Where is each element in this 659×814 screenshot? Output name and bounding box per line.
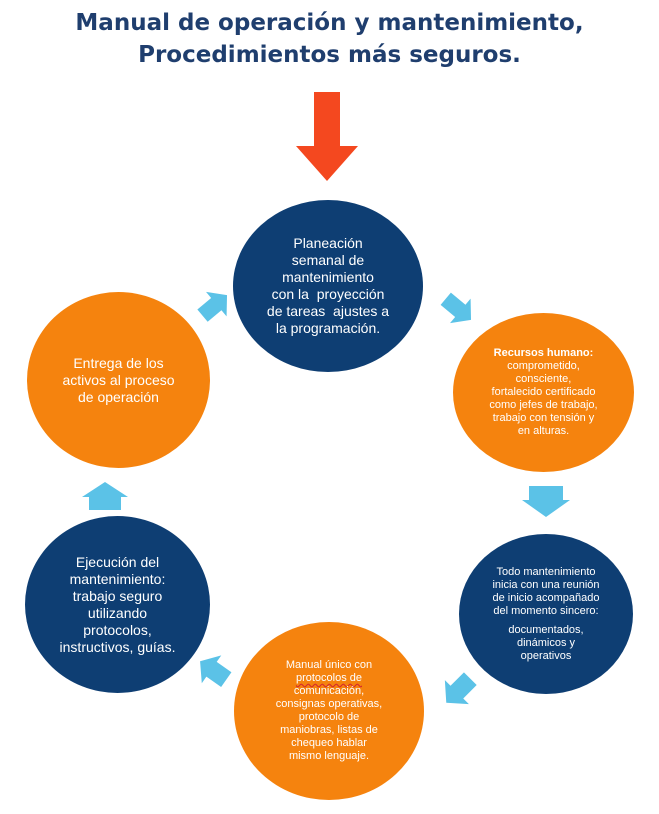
entrega-line-2: activos al proceso [62,371,175,388]
main-down-arrow [296,92,358,181]
planeacion-line-5: de tareas ajustes a [266,303,390,319]
step-todo-mantenimiento: Todo mantenimiento inicia con una reunió… [459,534,633,694]
arrow-plan-to-recursos [440,292,472,324]
todo-line-5: documentados, [508,623,584,636]
manual-line-4: consignas operativas, [275,698,383,710]
planeacion-line-1: Planeación [293,235,363,251]
ejecucion-line-5: protocolos, [83,621,152,638]
recursos-line-1: comprometido, [507,360,580,372]
manual-line-5: protocolo de [298,711,360,723]
todo-line-1: Todo mantenimiento [496,565,596,578]
step-manual-unico: Manual único con protocolos de comunicac… [234,622,424,800]
recursos-line-3: fortalecido certificado [491,386,596,398]
todo-line-3: de inicio acompañado [492,591,600,604]
ejecucion-line-4: utilizando [87,604,148,621]
todo-line-6: dinámicos y [516,636,576,649]
todo-line-7: operativos [520,649,572,662]
recursos-line-6: en alturas. [517,425,570,437]
todo-line-2: inicia con una reunión [492,578,600,591]
title-line-1: Manual de operación y mantenimiento, [75,10,584,36]
step-ejecucion: Ejecución del mantenimiento: trabajo seg… [25,516,210,693]
manual-line-7: chequeo hablar [291,737,367,749]
step-entrega: Entrega de los activos al proceso de ope… [27,292,210,468]
entrega-line-1: Entrega de los [73,354,164,371]
ejecucion-line-6: instructivos, guías. [59,638,176,655]
title-line-2: Procedimientos más seguros. [138,42,521,68]
planeacion-line-3: mantenimiento [282,269,374,285]
arrow-entrega-to-plan [197,291,228,322]
planeacion-line-4: con la proyección [271,286,385,302]
arrow-manual-to-ejecucion [200,655,232,687]
arrow-recursos-to-todo [522,486,570,517]
step-planeacion: Planeación semanal de mantenimiento con … [233,200,423,372]
recursos-line-4: como jefes de trabajo, [489,399,598,411]
manual-line-8: mismo lenguaje. [288,750,370,762]
manual-line-6: maniobras, listas de [280,724,378,736]
planeacion-line-6: la programación. [275,320,381,336]
step-recursos-humano: Recursos humano: comprometido, conscient… [453,313,634,472]
ejecucion-line-1: Ejecución del [75,553,160,570]
arrow-ejecucion-to-entrega [82,482,128,510]
arrow-todo-to-manual [444,672,477,705]
ejecucion-line-3: trabajo seguro [72,587,163,604]
recursos-lead: Recursos humano: [493,347,594,359]
ejecucion-line-2: mantenimiento: [69,570,166,587]
recursos-line-5: trabajo con tensión y [492,412,595,424]
manual-line-1: Manual único con [285,659,373,671]
todo-line-4: del momento sincero: [493,604,599,617]
planeacion-line-2: semanal de [291,252,365,268]
manual-line-3: comunicación, [293,685,365,697]
manual-line-2: protocolos de [295,672,363,684]
entrega-line-3: de operación [78,388,159,405]
recursos-line-2: consciente, [515,373,572,385]
